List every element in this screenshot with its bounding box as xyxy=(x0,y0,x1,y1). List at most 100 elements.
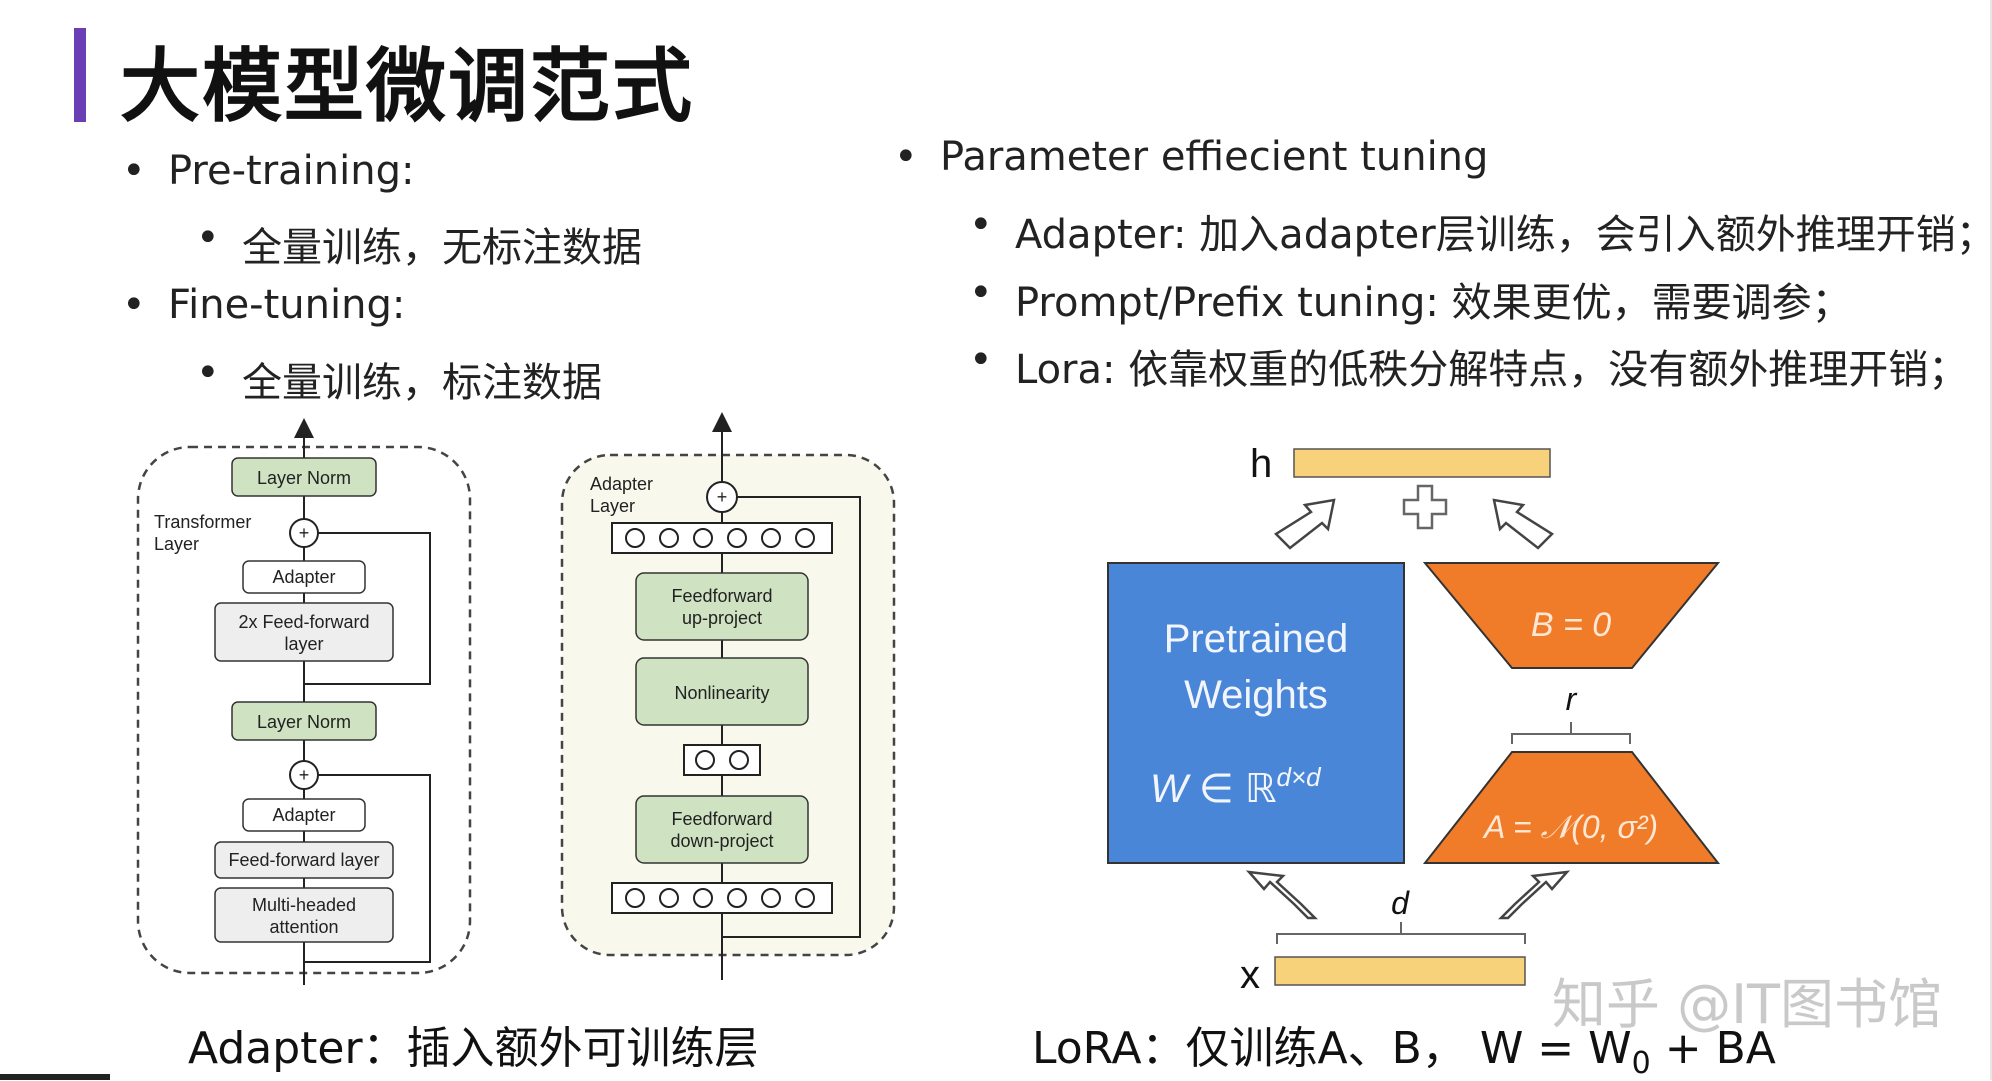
w-formula: W ∈ ℝd×d xyxy=(1150,762,1322,811)
output-arrow-right xyxy=(1492,498,1554,550)
adapter-layer-label-1: Adapter xyxy=(590,474,653,494)
transformer-diagram: Transformer Layer Layer Norm + Adapter 2… xyxy=(136,418,472,985)
title-accent-bar xyxy=(74,28,86,122)
ffn2x-label-2: layer xyxy=(284,634,323,654)
r-label: r xyxy=(1566,681,1578,717)
add-node-bottom xyxy=(289,760,319,790)
up-project-label-2: up-project xyxy=(682,608,762,628)
lora-caption-tail: + BA xyxy=(1650,1023,1776,1074)
neuron xyxy=(659,888,679,908)
ffn2x-label-1: 2x Feed-forward xyxy=(238,612,369,632)
bullet-dot: • xyxy=(196,215,220,261)
pretrained-weights-block xyxy=(1107,562,1405,864)
neuron xyxy=(625,528,645,548)
sub-bullet-pretraining: • 全量训练，无标注数据 xyxy=(196,215,642,273)
neuron xyxy=(761,888,781,908)
w-formula-main: W ∈ ℝ xyxy=(1150,767,1277,811)
corner-tick xyxy=(0,1074,110,1080)
nonlinearity-label: Nonlinearity xyxy=(674,683,769,703)
bullet-dot: • xyxy=(969,202,993,248)
bullet-finetuning: • Fine-tuning: xyxy=(122,282,406,328)
neuron xyxy=(727,888,747,908)
bullet-pretraining: • Pre-training: xyxy=(122,148,415,194)
add-node-bottom-sign: + xyxy=(299,765,310,785)
neuron xyxy=(625,888,645,908)
neuron xyxy=(795,528,815,548)
pretrained-label-1: Pretrained xyxy=(1164,617,1349,661)
adapter-add-node-sign: + xyxy=(717,487,728,507)
sub-bullet-finetuning: • 全量训练，标注数据 xyxy=(196,350,602,408)
down-project-block xyxy=(635,795,809,864)
add-node-top-sign: + xyxy=(299,523,310,543)
adapter-bottom-label: Adapter xyxy=(272,805,335,825)
adapter-skip-connection xyxy=(722,496,861,938)
right-edge-border xyxy=(1990,0,1992,1080)
output-arrow-left xyxy=(1274,498,1336,550)
bullet-label: Pre-training: xyxy=(168,148,415,194)
bullet-label: Parameter effiecient tuning xyxy=(940,134,1489,180)
a-matrix xyxy=(1422,751,1721,864)
sub-bullet-label: Lora: 依靠权重的低秩分解特点，没有额外推理开销； xyxy=(1015,347,1969,393)
add-node-top xyxy=(289,518,319,548)
bullet-dot: • xyxy=(894,134,918,180)
x-vector xyxy=(1274,956,1526,986)
transformer-label-1: Transformer xyxy=(154,512,251,532)
adapter-bottom xyxy=(242,798,366,832)
watermark: 知乎 @IT图书馆 xyxy=(1551,973,1942,1036)
lora-caption: LoRA：仅训练A、B， W = W0 + BA xyxy=(1032,1012,1776,1081)
input-arrow-right xyxy=(1497,870,1571,920)
neuron xyxy=(693,528,713,548)
x-label: x xyxy=(1240,953,1260,997)
bullet-dot: • xyxy=(196,350,220,396)
adapter-layer-label-2: Layer xyxy=(590,496,635,516)
ffn-block xyxy=(214,841,394,879)
w-formula-sup: d×d xyxy=(1277,762,1323,792)
neuron xyxy=(729,750,749,770)
d-label: d xyxy=(1391,885,1410,921)
bullet-dot: • xyxy=(969,270,993,316)
bullet-peft: • Parameter effiecient tuning xyxy=(894,134,1489,180)
sub-bullet-prompt: • Prompt/Prefix tuning: 效果更优，需要调参； xyxy=(969,270,1852,328)
plus-sign xyxy=(1402,484,1448,530)
lora-caption-subscript: 0 xyxy=(1631,1045,1651,1081)
residual-top xyxy=(304,532,431,685)
a-formula: A = 𝒩(0, σ²) xyxy=(1482,809,1658,845)
input-arrow-left xyxy=(1245,870,1319,920)
lora-caption-main: LoRA：仅训练A、B， W = W xyxy=(1032,1023,1632,1074)
attention-block xyxy=(214,887,394,943)
bullet-dot: • xyxy=(969,337,993,383)
adapter-add-node xyxy=(706,481,738,513)
adapter-top-label: Adapter xyxy=(272,567,335,587)
attention-label-2: attention xyxy=(269,917,338,937)
slide-title: 大模型微调范式 xyxy=(120,40,694,133)
neuron xyxy=(727,528,747,548)
residual-bottom xyxy=(304,774,431,963)
layer-norm-bottom xyxy=(231,701,377,741)
neuron xyxy=(695,750,715,770)
adapter-caption: Adapter：插入额外可训练层 xyxy=(188,1023,759,1074)
b-matrix xyxy=(1422,562,1721,669)
lora-diagram: h Pretrained Weights W ∈ ℝd×d B = 0 r A … xyxy=(1107,442,1721,997)
up-project-label-1: Feedforward xyxy=(671,586,772,606)
sub-bullet-label: Prompt/Prefix tuning: 效果更优，需要调参； xyxy=(1015,280,1852,326)
transformer-label-2: Layer xyxy=(154,534,199,554)
ffn2x-block xyxy=(214,602,394,662)
layer-norm-bottom-label: Layer Norm xyxy=(257,712,351,732)
r-bracket xyxy=(1511,722,1631,744)
bullet-label: Fine-tuning: xyxy=(168,282,406,328)
h-vector xyxy=(1293,448,1551,478)
up-project-block xyxy=(635,572,809,641)
sub-bullet-label: Adapter: 加入adapter层训练，会引入额外推理开销； xyxy=(1015,212,1992,258)
adapter-layer-diagram: Adapter Layer + Feedforward up-project N… xyxy=(560,412,896,980)
sub-bullet-adapter: • Adapter: 加入adapter层训练，会引入额外推理开销； xyxy=(969,202,1992,260)
ffn-label: Feed-forward layer xyxy=(228,850,379,870)
bullet-dot: • xyxy=(122,282,146,328)
b-formula: B = 0 xyxy=(1531,606,1611,644)
d-bracket xyxy=(1276,922,1526,944)
neuron xyxy=(761,528,781,548)
neuron xyxy=(659,528,679,548)
bullet-dot: • xyxy=(122,148,146,194)
down-project-label-2: down-project xyxy=(670,831,773,851)
